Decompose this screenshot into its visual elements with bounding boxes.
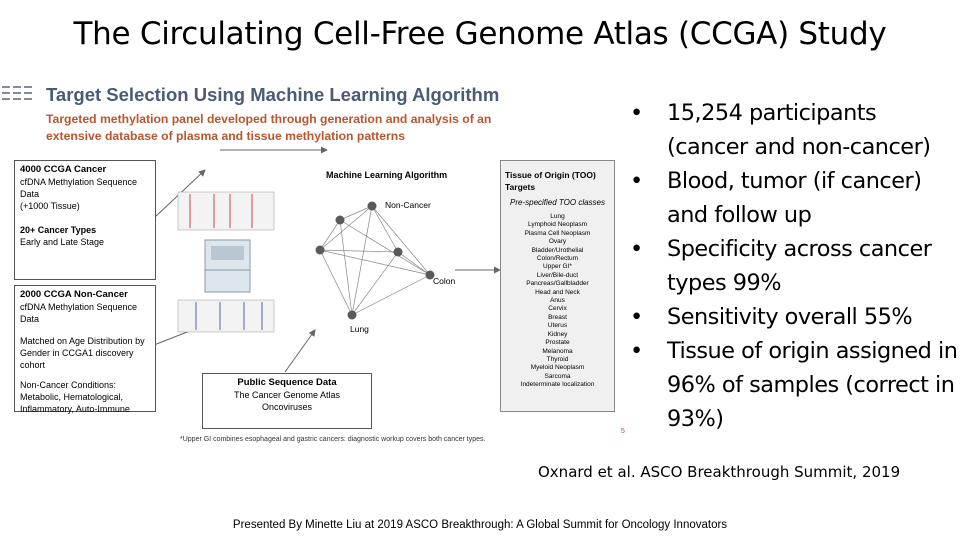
bullet-text: Blood, tumor (if cancer) and follow up [667, 168, 922, 228]
too-target-item: Liver/Bile-duct [536, 271, 579, 279]
too-target-item: Pancreas/Gallbladder [526, 280, 589, 288]
too-target-item: Lung [550, 213, 565, 220]
too-target-item: Ovary [548, 238, 567, 246]
bullet-item: • Blood, tumor (if cancer) and follow up [630, 164, 960, 232]
cancer-box-line2: (+1000 Tissue) [20, 201, 80, 211]
public-data-box: Public Sequence Data The Cancer Genome A… [202, 373, 372, 429]
bullet-item: • Specificity across cancer types 99% [630, 232, 960, 300]
too-target-item: Anus [550, 297, 565, 305]
citation: Oxnard et al. ASCO Breakthrough Summit, … [538, 463, 901, 481]
bullet-text: Specificity across cancer types 99% [667, 236, 932, 296]
bullet-text: 15,254 participants (cancer and non-canc… [667, 100, 931, 160]
bullet-dot-icon: • [630, 338, 643, 364]
public-box-line2: Oncoviruses [261, 402, 313, 412]
figure-subheader: Targeted methylation panel developed thr… [46, 112, 492, 143]
too-target-item: Colon/Rectum [536, 255, 579, 263]
too-targets-box: Tissue of Origin (TOO) Targets Pre-speci… [500, 160, 615, 412]
too-target-item: Head and Neck [535, 288, 580, 296]
noncancer-box-head: 2000 CCGA Non-Cancer [20, 289, 128, 300]
too-target-item: Myeloid Neoplasm [530, 364, 585, 372]
header-mark-icon [2, 86, 32, 100]
bullet-dot-icon: • [630, 304, 643, 330]
noncancer-box-line2: Matched on Age Distribution by Gender in… [20, 336, 145, 370]
figure-page-number: 5 [621, 428, 625, 435]
cancer-data-box: 4000 CCGA Cancer cfDNA Methylation Seque… [14, 160, 156, 280]
too-target-item: Sarcoma [544, 372, 571, 380]
cancer-box-line3: 20+ Cancer Types [20, 225, 97, 235]
too-target-item: Kidney [547, 330, 568, 338]
ml-algorithm-head: Machine Learning Algorithm [326, 170, 448, 180]
bullet-list: • 15,254 participants (cancer and non-can… [630, 96, 960, 436]
node-label-noncancer: Non-Cancer [385, 200, 431, 210]
bullet-item: • Tissue of origin assigned in 96% of sam… [630, 334, 960, 436]
bullet-dot-icon: • [630, 100, 643, 126]
too-target-item: Prostate [545, 339, 570, 347]
presented-by: Presented By Minette Liu at 2019 ASCO Br… [232, 519, 728, 531]
slide-title: The Circulating Cell-Free Genome Atlas (… [73, 16, 887, 52]
too-head: Tissue of Origin (TOO) Targets [505, 170, 596, 192]
too-pre: Pre-specified TOO classes [510, 198, 605, 207]
too-target-item: Breast [548, 313, 567, 321]
noncancer-data-box: 2000 CCGA Non-Cancer cfDNA Methylation S… [14, 285, 156, 414]
bullet-dot-icon: • [630, 236, 643, 262]
bullet-item: • Sensitivity overall 55% [630, 300, 960, 334]
noncancer-box-line3: Non-Cancer Conditions: Metabolic, Hemato… [20, 380, 130, 414]
too-target-item: Plasma Cell Neoplasm [524, 229, 591, 237]
too-target-item: Upper GI* [543, 263, 572, 271]
too-target-item: Uterus [547, 322, 568, 330]
figure-footnote: *Upper GI combines esophageal and gastri… [180, 436, 486, 443]
public-box-head: Public Sequence Data [237, 377, 337, 388]
too-target-item: Melanoma [542, 347, 573, 355]
noncancer-box-line1: cfDNA Methylation Sequence Data [20, 302, 138, 324]
figure-header: Target Selection Using Machine Learning … [46, 84, 500, 105]
cancer-box-line4: Early and Late Stage [20, 237, 105, 247]
bullet-dot-icon: • [630, 168, 643, 194]
bullet-item: • 15,254 participants (cancer and non-can… [630, 96, 960, 164]
cancer-box-head: 4000 CCGA Cancer [20, 164, 107, 175]
too-target-item: Indeterminate localization [520, 381, 595, 389]
too-target-item: Lymphoid Neoplasm [527, 221, 587, 229]
node-label-lung: Lung [350, 324, 369, 334]
cancer-box-line1: cfDNA Methylation Sequence Data [20, 177, 138, 199]
sequencer-icon [204, 239, 251, 293]
public-box-line1: The Cancer Genome Atlas [233, 390, 341, 400]
bullet-text: Tissue of origin assigned in 96% of samp… [667, 338, 958, 432]
bullet-text: Sensitivity overall 55% [667, 304, 913, 330]
too-target-item: Bladder/Urothelial [531, 246, 584, 254]
too-target-item: Thyroid [546, 355, 569, 363]
too-target-item: Cervix [548, 305, 567, 313]
node-label-colon: Colon [433, 276, 456, 286]
